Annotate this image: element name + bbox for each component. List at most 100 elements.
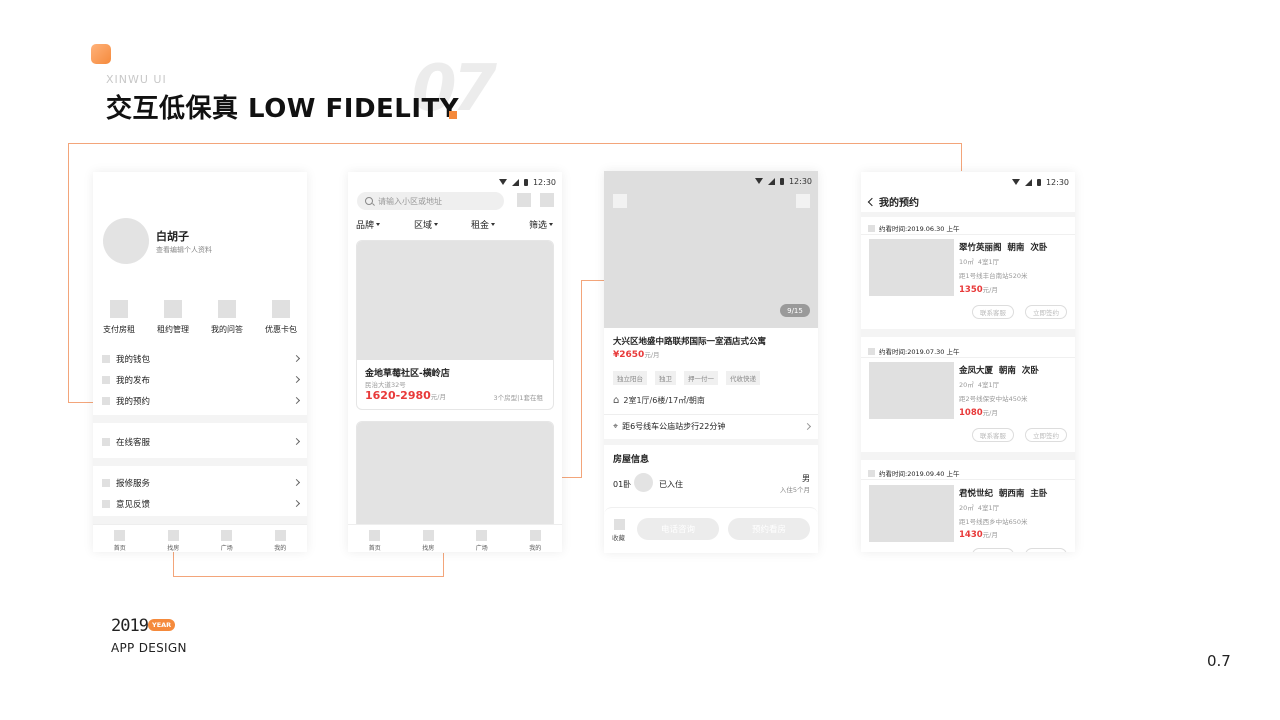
service-icon	[102, 437, 110, 446]
filter-brand[interactable]: 品牌	[356, 218, 381, 231]
page-number: 0.7	[1207, 652, 1231, 670]
booking-time-row: 约看时间:2019.07.30 上午	[868, 346, 959, 356]
tab-find[interactable]: 找房	[402, 525, 456, 552]
section-title: 房屋信息	[613, 455, 650, 465]
booking-price: 1080	[959, 408, 983, 418]
signal-icon	[511, 178, 519, 186]
logo-mark	[91, 44, 111, 64]
booking-image[interactable]	[869, 239, 954, 296]
caret-down-icon	[376, 223, 381, 226]
filter-label: 区域	[414, 221, 433, 231]
bookings-icon	[102, 396, 110, 405]
contact-service-button[interactable]: 联系客服	[972, 305, 1014, 319]
tag: 押一付一	[684, 371, 718, 385]
menu-label: 我的钱包	[116, 354, 151, 365]
tenant-since: 入住5个月	[779, 486, 810, 494]
tab-square[interactable]: 广场	[455, 525, 509, 552]
find-icon	[422, 530, 434, 541]
tab-label: 广场	[475, 545, 488, 552]
call-button[interactable]: 电话咨询	[637, 518, 719, 540]
divider	[861, 234, 1075, 235]
quick-my-qa[interactable]: 我的问答	[202, 300, 252, 335]
divider	[861, 357, 1075, 358]
battery-icon	[779, 177, 784, 185]
calendar-icon	[868, 224, 875, 232]
tab-mine[interactable]: 我的	[509, 525, 563, 552]
quick-label: 优惠卡包	[265, 325, 297, 334]
booking-spec: 20㎡ 4室1厅	[959, 381, 1000, 389]
tab-home[interactable]: 首页	[93, 525, 147, 552]
filter-more[interactable]: 筛选	[529, 218, 554, 231]
chevron-right-icon	[292, 396, 301, 405]
status-bar: 12:30	[1011, 176, 1069, 188]
divider	[93, 415, 307, 423]
detail-title: 大兴区地盛中路联邦国际一室酒店式公寓	[613, 337, 767, 347]
back-icon[interactable]	[613, 194, 627, 208]
edit-profile-link[interactable]: 查看编辑个人资料	[156, 246, 212, 254]
booking-price-unit: 元/月	[982, 531, 998, 539]
menu-item-feedback[interactable]: 意见反馈	[93, 493, 307, 514]
sign-now-button[interactable]: 立即签约	[1025, 305, 1067, 319]
connector-line	[173, 576, 443, 577]
avatar[interactable]	[103, 218, 149, 264]
menu-label: 报修服务	[116, 478, 151, 489]
status-bar: 12:30	[498, 176, 556, 188]
star-icon[interactable]	[614, 519, 625, 530]
wifi-icon	[498, 179, 507, 185]
divider	[604, 439, 818, 445]
chevron-right-icon	[292, 437, 301, 446]
menu-item-online-service[interactable]: 在线客服	[93, 431, 307, 452]
menu-label: 我的发布	[116, 375, 151, 386]
contact-service-button[interactable]	[972, 548, 1014, 552]
share-icon[interactable]	[796, 194, 810, 208]
mine-icon	[274, 530, 286, 541]
tab-label: 找房	[422, 545, 435, 552]
gallery-image[interactable]	[604, 171, 818, 328]
booking-spec: 10㎡ 4室1厅	[959, 258, 1000, 266]
map-icon[interactable]	[517, 193, 531, 207]
booking-image[interactable]	[869, 485, 954, 542]
booking-name: 金凤大厦 朝南 次卧	[959, 366, 1039, 376]
user-name: 白胡子	[156, 230, 189, 243]
home-icon	[369, 530, 381, 541]
listing-card[interactable]: 金地草莓社区-横岭店 民治大道32号 1620-2980 元/月 3个房型|1套…	[356, 240, 554, 410]
signal-icon	[767, 177, 775, 185]
contact-service-button[interactable]: 联系客服	[972, 428, 1014, 442]
status-time: 12:30	[1045, 177, 1069, 187]
menu-item-repair[interactable]: 报修服务	[93, 472, 307, 493]
connector-line	[68, 402, 106, 403]
connector-line	[581, 280, 605, 281]
detail-price-unit: 元/月	[644, 351, 660, 359]
booking-price-unit: 元/月	[982, 409, 998, 417]
sign-now-button[interactable]	[1025, 548, 1067, 552]
tab-label: 首页	[368, 545, 381, 552]
footer-year: 2019	[111, 616, 149, 636]
tab-square[interactable]: 广场	[200, 525, 254, 552]
quick-lease-manage[interactable]: 租约管理	[148, 300, 198, 335]
booking-time: 约看时间:2019.09.40 上午	[879, 470, 960, 478]
calendar-icon	[868, 469, 875, 477]
quick-pay-rent[interactable]: 支付房租	[94, 300, 144, 335]
quick-label: 我的问答	[211, 325, 243, 334]
tab-home[interactable]: 首页	[348, 525, 402, 552]
menu-item-bookings[interactable]: 我的预约	[93, 390, 307, 411]
filter-rent[interactable]: 租金	[471, 218, 496, 231]
filter-area[interactable]: 区域	[414, 218, 439, 231]
tab-mine[interactable]: 我的	[254, 525, 308, 552]
search-input[interactable]: 请输入小区或地址	[357, 192, 504, 210]
menu-item-posts[interactable]: 我的发布	[93, 369, 307, 390]
tab-find[interactable]: 找房	[147, 525, 201, 552]
divider	[93, 516, 307, 524]
booking-image[interactable]	[869, 362, 954, 419]
lease-icon	[164, 300, 182, 318]
listing-card[interactable]	[356, 421, 554, 531]
sign-now-button[interactable]: 立即签约	[1025, 428, 1067, 442]
house-icon: ⌂	[613, 395, 620, 406]
transit-row[interactable]: ⌖ 距6号线车公庙站步行22分钟	[604, 416, 818, 437]
nav-header: 我的预约	[867, 194, 919, 209]
quick-coupons[interactable]: 优惠卡包	[256, 300, 306, 335]
message-icon[interactable]	[540, 193, 554, 207]
back-icon[interactable]	[867, 197, 877, 206]
menu-item-wallet[interactable]: 我的钱包	[93, 348, 307, 369]
book-viewing-button[interactable]: 预约看房	[728, 518, 810, 540]
